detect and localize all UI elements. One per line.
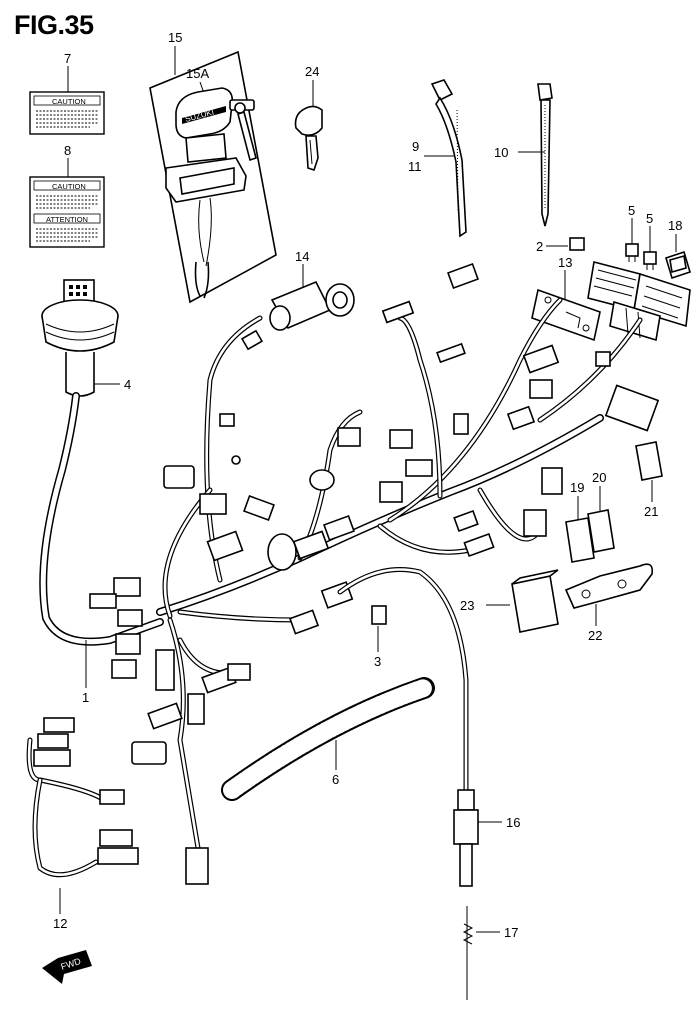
callout-16: 16 <box>506 815 520 830</box>
callout-numbers: 15 15A 7 8 24 9 11 10 5 5 18 2 13 14 4 2… <box>53 30 682 940</box>
callout-11: 11 <box>408 159 422 174</box>
callout-5b: 5 <box>646 211 653 226</box>
ignition-key: SUZUKI <box>175 87 257 162</box>
callout-7: 7 <box>64 51 71 66</box>
corrugated-tube-6 <box>221 677 435 801</box>
callout-8: 8 <box>64 143 71 158</box>
callout-20: 20 <box>592 470 606 485</box>
callout-1: 1 <box>82 690 89 705</box>
callout-21: 21 <box>644 504 658 519</box>
cable-tie-10 <box>518 83 553 227</box>
fuse-2 <box>546 237 585 251</box>
callout-4: 4 <box>124 377 131 392</box>
relay-19 <box>565 496 595 563</box>
caution-label-8: CAUTION ATTENTION <box>29 158 105 248</box>
callout-5a: 5 <box>628 203 635 218</box>
callout-2: 2 <box>536 239 543 254</box>
main-harness-1 <box>39 263 660 885</box>
fuse-5a <box>625 218 639 262</box>
socket-14 <box>269 264 355 331</box>
ignition-switch-group: SUZUKI <box>149 46 277 304</box>
bracket-13 <box>531 270 601 342</box>
callout-24: 24 <box>305 64 319 79</box>
cable-tie-9-11 <box>424 79 467 238</box>
caution-text-7: CAUTION <box>52 97 86 106</box>
callout-15a: 15A <box>186 66 209 81</box>
callout-14: 14 <box>295 249 309 264</box>
fuse-box <box>587 261 691 342</box>
fuse-5b <box>643 226 657 270</box>
caution-text-8: CAUTION <box>52 182 86 191</box>
callout-18: 18 <box>668 218 682 233</box>
sub-harness-12 <box>26 717 139 914</box>
fwd-arrow-icon: FWD <box>42 950 92 984</box>
callout-9: 9 <box>412 139 419 154</box>
callout-10: 10 <box>494 145 508 160</box>
callout-22: 22 <box>588 628 602 643</box>
relay-18 <box>665 234 691 280</box>
callout-6: 6 <box>332 772 339 787</box>
bracket-22 <box>564 563 654 626</box>
connector-3 <box>371 605 387 652</box>
oxygen-sensor-16 <box>337 567 502 887</box>
figure-title: FIG.35 <box>14 10 94 40</box>
ignition-switch-body <box>165 133 247 299</box>
relay-23 <box>486 569 559 633</box>
callout-19: 19 <box>570 480 584 495</box>
connector-21 <box>635 441 663 502</box>
callout-15: 15 <box>168 30 182 45</box>
sheath-top-connector <box>63 279 95 303</box>
callout-3: 3 <box>374 654 381 669</box>
spring-clip-17 <box>462 906 500 1000</box>
callout-12: 12 <box>53 916 67 931</box>
callout-13: 13 <box>558 255 572 270</box>
caution-label-7: CAUTION <box>29 66 105 135</box>
callout-17: 17 <box>504 925 518 940</box>
spare-key-24 <box>294 80 323 172</box>
ignition-switch-frame <box>149 50 277 304</box>
callout-23: 23 <box>460 598 474 613</box>
attention-text-8: ATTENTION <box>46 215 88 224</box>
